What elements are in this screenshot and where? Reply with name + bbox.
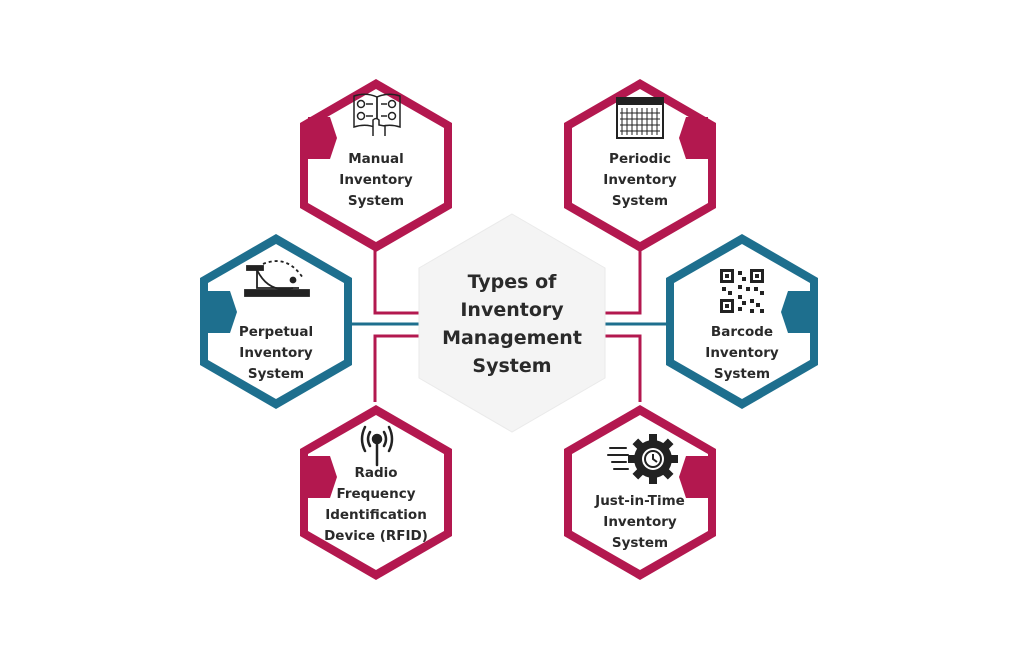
hexagon-perpetual [200, 234, 352, 409]
hexagon-jit [564, 405, 716, 580]
label-barcode: Barcode Inventory System [705, 324, 779, 382]
label-periodic: Periodic Inventory System [603, 151, 677, 209]
antenna-icon [360, 425, 394, 467]
center-hexagon [418, 213, 606, 433]
label-rfid: Radio Frequency Identification Device (R… [324, 465, 428, 544]
hexagon-periodic [564, 79, 716, 252]
connector-tab [208, 291, 237, 333]
center-title: Types of Inventory Management System [442, 271, 582, 377]
connector-tab [679, 117, 708, 159]
hexagon-rfid [300, 405, 452, 580]
label-jit: Just-in-Time Inventory System [595, 493, 685, 551]
manual-book-icon [353, 93, 401, 136]
connector-tab [781, 291, 810, 333]
connector-tab [308, 117, 337, 159]
label-perpetual: Perpetual Inventory System [238, 324, 314, 382]
qr-code-icon [720, 269, 764, 313]
calendar-grid-icon [616, 97, 664, 139]
hexagon-barcode [666, 234, 818, 409]
connector-tab [308, 456, 337, 498]
scale-icon [244, 260, 310, 297]
hexagon-manual [300, 79, 452, 252]
connector-tab [679, 456, 708, 498]
label-manual: Manual Inventory System [339, 151, 413, 209]
